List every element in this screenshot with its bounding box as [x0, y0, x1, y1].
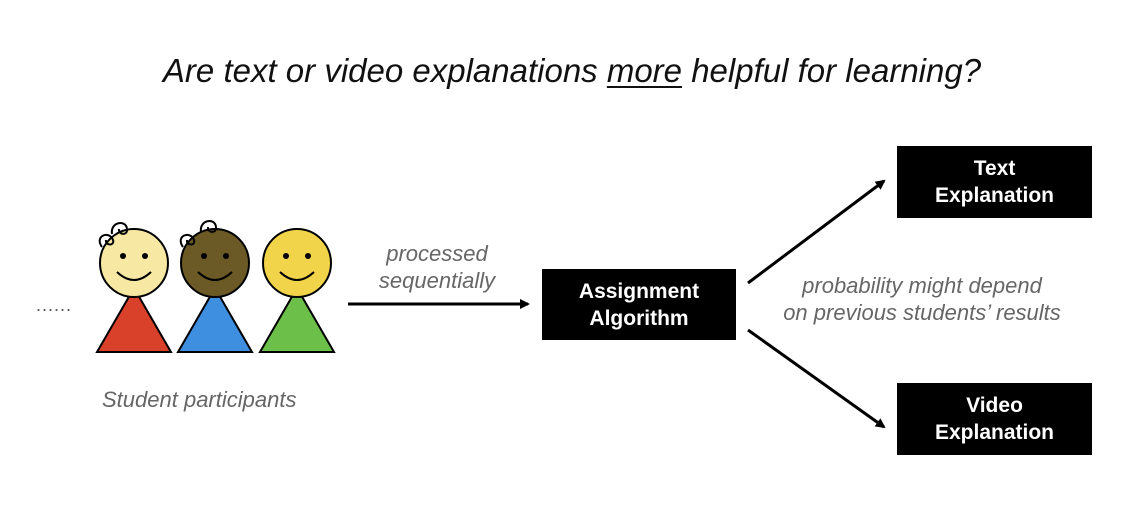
video-box-line2: Explanation [934, 421, 1055, 444]
student-body [258, 286, 336, 353]
student-face [262, 228, 332, 298]
title-before: Are text or video explanations [162, 52, 607, 89]
hair-curl-icon [98, 222, 129, 248]
title-emphasis: more [606, 52, 683, 89]
probability-note-line1: probability might depend [802, 273, 1042, 298]
ellipsis: ...... [36, 295, 73, 315]
page-title: Are text or video explanations more help… [0, 52, 1144, 90]
video-box-line1: Video [966, 394, 1023, 417]
assignment-algorithm-box: Assignment Algorithm [542, 269, 736, 340]
text-box-line1: Text [973, 157, 1016, 180]
algorithm-box-line2: Algorithm [589, 306, 689, 330]
student-figure-1 [95, 222, 173, 353]
edge-label: processed sequentially [352, 240, 522, 294]
title-after: helpful for learning? [682, 52, 982, 89]
student-body [176, 286, 254, 353]
arrow-to-text [747, 179, 886, 285]
algorithm-box-line1: Assignment [578, 279, 700, 303]
text-explanation-box: Text Explanation [897, 146, 1092, 218]
students-caption: Student participants [102, 387, 297, 412]
hair-curl-icon [179, 220, 218, 248]
student-body [95, 286, 173, 353]
arrow-to-video [747, 328, 886, 429]
text-box-line2: Explanation [934, 184, 1055, 207]
student-face [99, 228, 169, 298]
student-figure-2 [176, 220, 254, 353]
edge-label-line1: processed [386, 241, 488, 266]
probability-note-line2: on previous students’ results [783, 300, 1061, 325]
student-face [180, 228, 250, 298]
video-explanation-box: Video Explanation [897, 383, 1092, 455]
probability-note: probability might depend on previous stu… [764, 272, 1080, 326]
student-figure-3 [258, 228, 336, 353]
edge-label-line2: sequentially [378, 268, 496, 293]
